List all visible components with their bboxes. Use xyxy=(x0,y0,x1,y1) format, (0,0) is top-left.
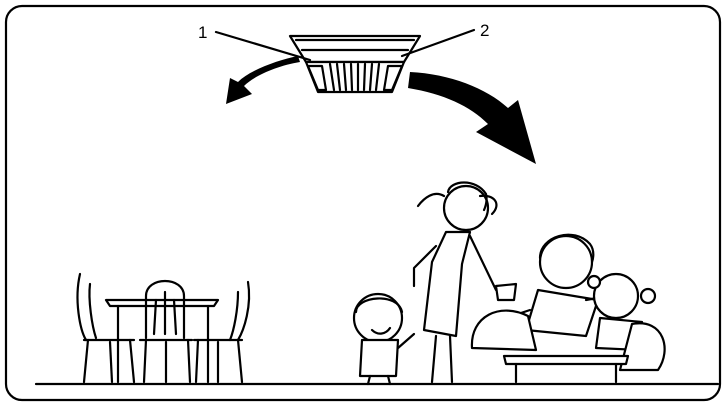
boy-figure xyxy=(354,294,414,384)
dining-set xyxy=(78,274,250,382)
sofa-cushion-left xyxy=(472,311,536,350)
airflow-arrow-left xyxy=(226,56,300,104)
airflow-arrow-right xyxy=(408,72,536,164)
callout-2-label: 2 xyxy=(480,21,489,40)
woman-figure xyxy=(414,183,516,383)
family-group xyxy=(354,183,665,385)
coffee-table xyxy=(504,356,628,382)
ceiling-cassette-unit xyxy=(290,36,420,92)
callout-1-label: 1 xyxy=(198,23,207,42)
